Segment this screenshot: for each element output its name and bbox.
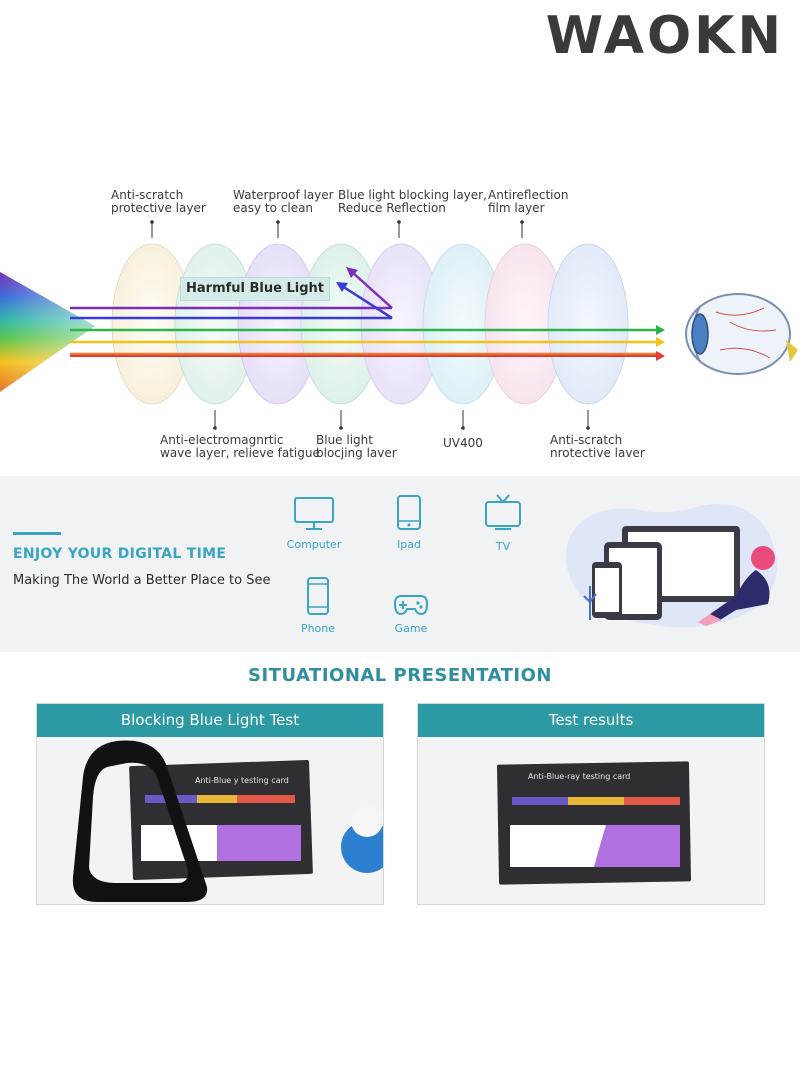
results-card-title: Anti-Blue-ray testing card (528, 772, 631, 781)
computer-icon (294, 497, 334, 530)
eye-icon (685, 293, 798, 375)
device-label-ipad: Ipad (397, 538, 421, 551)
top-label-blue-light-blocking: Blue light blocking layer,Reduce Reflect… (338, 188, 487, 215)
device-label-phone: Phone (300, 622, 336, 635)
bottom-label-uv400: UV400 (443, 436, 483, 450)
digital-time-title: ENJOY YOUR DIGITAL TIME (13, 546, 227, 562)
devices-illustration (565, 504, 778, 628)
lens-diagram-graphic (0, 220, 798, 430)
digital-time-subtitle: Making The World a Better Place to See (13, 573, 271, 588)
blocking-test-photo (37, 737, 383, 904)
tablet-icon (397, 495, 421, 530)
panel-heading-test-results: Test results (418, 704, 764, 737)
device-label-tv: TV (495, 540, 511, 553)
device-label-computer: Computer (286, 538, 342, 551)
panel-test-results: Test results Anti-Blue-ray testing card (417, 703, 765, 905)
gamepad-icon (393, 595, 429, 616)
panel-heading-blocking-test: Blocking Blue Light Test (37, 704, 383, 737)
situational-title: SITUATIONAL PRESENTATION (248, 665, 552, 686)
accent-bar (13, 532, 61, 535)
blocking-card-title: Anti-Blue y testing card (195, 776, 289, 785)
brand-logo: WAOKN (545, 6, 784, 66)
device-label-game: Game (394, 622, 428, 635)
panel-blocking-test: Blocking Blue Light Test Anti-Blue y tes… (36, 703, 384, 905)
phone-icon (307, 577, 329, 615)
tv-icon (485, 494, 521, 530)
harmful-blue-light-label: Harmful Blue Light (180, 277, 330, 301)
test-results-photo (418, 737, 764, 904)
